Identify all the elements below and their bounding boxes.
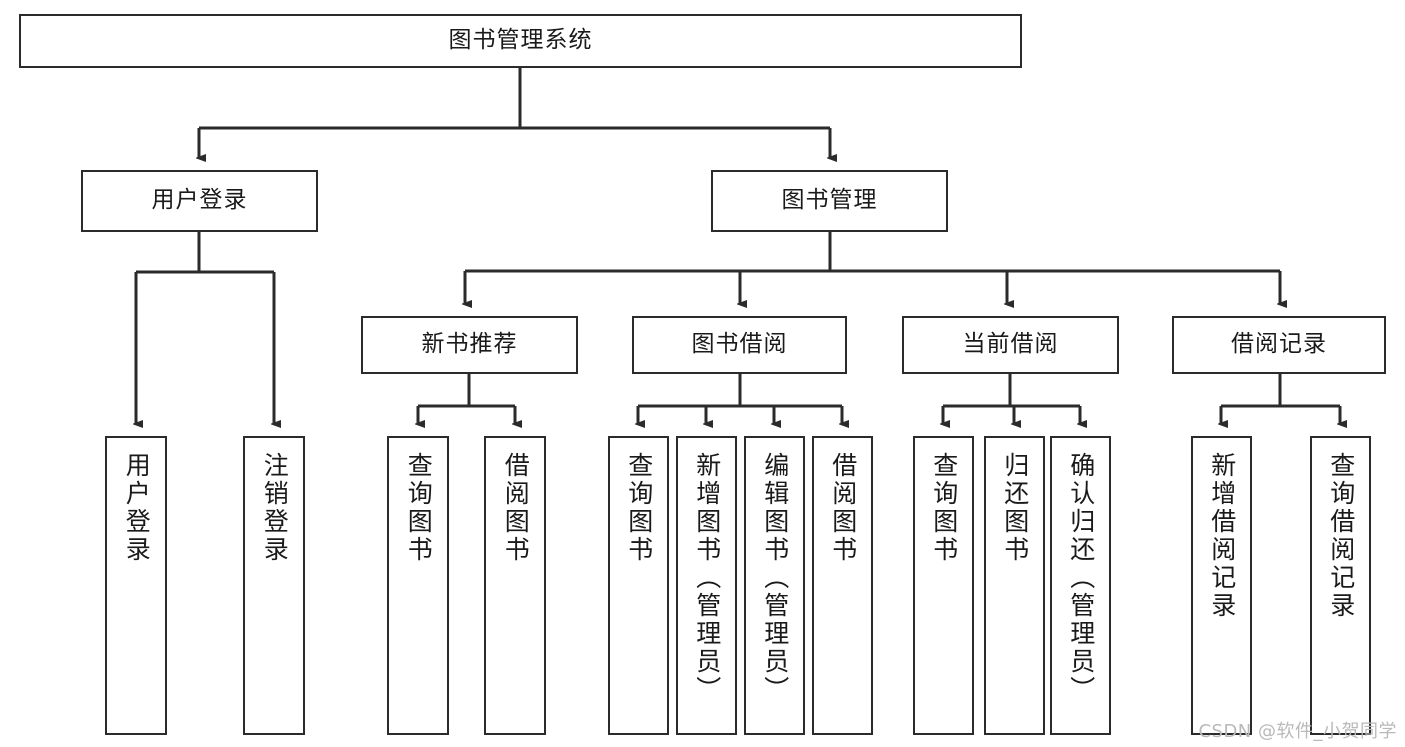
node-leaf-query-book-rec[interactable]: 查询图书 bbox=[387, 436, 449, 735]
node-leaf-edit-book-label: 编辑图书（管理员） bbox=[760, 452, 790, 704]
node-leaf-add-record-label: 新增借阅记录 bbox=[1207, 452, 1237, 620]
node-leaf-confirm-return-label: 确认归还（管理员） bbox=[1066, 452, 1096, 704]
node-leaf-query-book-current-label: 查询图书 bbox=[929, 452, 959, 564]
node-leaf-user-logout[interactable]: 注销登录 bbox=[243, 436, 305, 735]
node-leaf-add-book[interactable]: 新增图书（管理员） bbox=[676, 436, 737, 735]
node-borrow-record-label: 借阅记录 bbox=[1231, 331, 1327, 358]
node-new-book-recommend[interactable]: 新书推荐 bbox=[361, 316, 578, 374]
node-root[interactable]: 图书管理系统 bbox=[19, 14, 1022, 68]
node-new-book-recommend-label: 新书推荐 bbox=[421, 331, 518, 358]
node-leaf-confirm-return[interactable]: 确认归还（管理员） bbox=[1050, 436, 1111, 735]
node-leaf-add-book-label: 新增图书（管理员） bbox=[692, 452, 722, 704]
node-leaf-edit-book[interactable]: 编辑图书（管理员） bbox=[744, 436, 805, 735]
node-leaf-borrow-book[interactable]: 借阅图书 bbox=[812, 436, 873, 735]
node-book-borrow-label: 图书借阅 bbox=[691, 331, 788, 358]
node-current-borrow[interactable]: 当前借阅 bbox=[902, 316, 1119, 374]
node-leaf-query-record-label: 查询借阅记录 bbox=[1326, 452, 1356, 620]
node-leaf-return-book-label: 归还图书 bbox=[1000, 452, 1030, 564]
node-book-borrow[interactable]: 图书借阅 bbox=[632, 316, 847, 374]
node-book-manage[interactable]: 图书管理 bbox=[711, 170, 948, 232]
node-leaf-user-logout-label: 注销登录 bbox=[260, 452, 290, 564]
node-leaf-query-book-borrow-label: 查询图书 bbox=[624, 452, 654, 564]
node-leaf-query-book-rec-label: 查询图书 bbox=[404, 452, 434, 564]
node-user-login[interactable]: 用户登录 bbox=[81, 170, 318, 232]
node-leaf-borrow-book-rec[interactable]: 借阅图书 bbox=[484, 436, 546, 735]
watermark-text: CSDN @软件_小贺同学 bbox=[1198, 721, 1397, 742]
node-leaf-user-login[interactable]: 用户登录 bbox=[105, 436, 167, 735]
node-root-label: 图书管理系统 bbox=[448, 27, 593, 54]
node-leaf-query-record[interactable]: 查询借阅记录 bbox=[1310, 436, 1371, 735]
node-current-borrow-label: 当前借阅 bbox=[962, 331, 1059, 358]
node-user-login-label: 用户登录 bbox=[151, 187, 248, 214]
node-leaf-add-record[interactable]: 新增借阅记录 bbox=[1191, 436, 1252, 735]
node-leaf-borrow-book-rec-label: 借阅图书 bbox=[501, 452, 531, 564]
node-leaf-user-login-label: 用户登录 bbox=[122, 452, 152, 564]
node-borrow-record[interactable]: 借阅记录 bbox=[1172, 316, 1386, 374]
node-leaf-query-book-current[interactable]: 查询图书 bbox=[913, 436, 974, 735]
node-leaf-return-book[interactable]: 归还图书 bbox=[984, 436, 1045, 735]
node-leaf-borrow-book-label: 借阅图书 bbox=[828, 452, 858, 564]
node-leaf-query-book-borrow[interactable]: 查询图书 bbox=[608, 436, 669, 735]
node-book-manage-label: 图书管理 bbox=[781, 187, 878, 214]
